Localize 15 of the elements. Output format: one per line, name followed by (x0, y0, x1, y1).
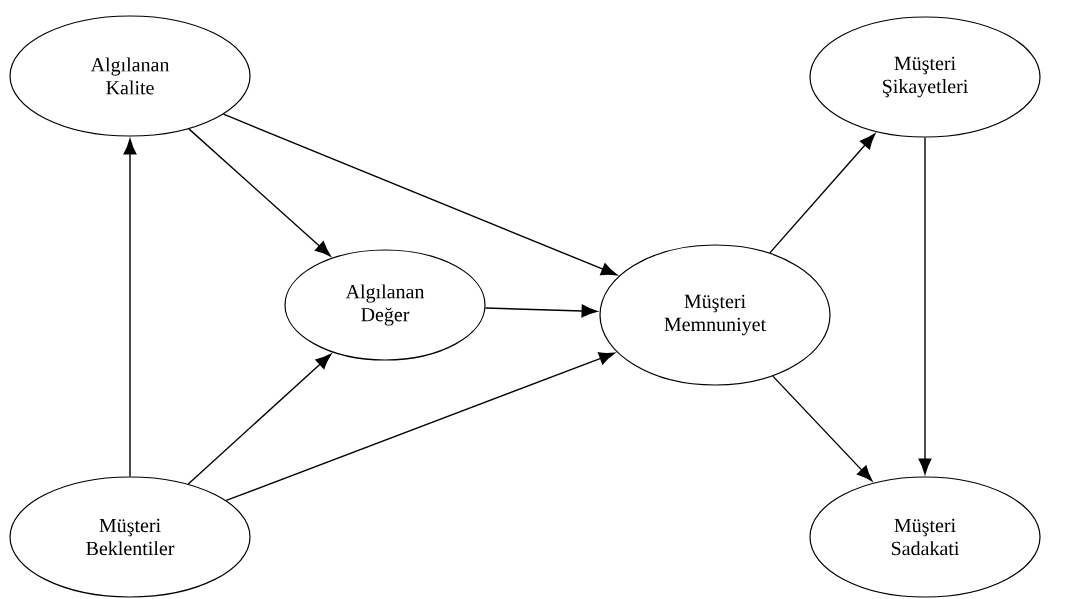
arrow (918, 136, 932, 475)
arrow (188, 128, 331, 257)
ellipse-node: Müşteri Memnuniyet (599, 244, 831, 386)
arrow (225, 352, 615, 502)
arrow (123, 138, 137, 478)
arrow (222, 113, 618, 276)
ellipse-node: Müşteri Beklentiler (9, 476, 251, 598)
ellipse-node: Algılanan Kalite (9, 15, 251, 137)
ellipse-node: Algılanan Değer (284, 249, 486, 361)
ellipse-node: Müşteri Şikayetleri (809, 16, 1041, 138)
arrow (772, 375, 873, 482)
ellipse-node: Müşteri Sadakati (809, 476, 1041, 598)
arrow (484, 304, 598, 318)
arrow (769, 133, 876, 254)
arrow (187, 353, 332, 485)
